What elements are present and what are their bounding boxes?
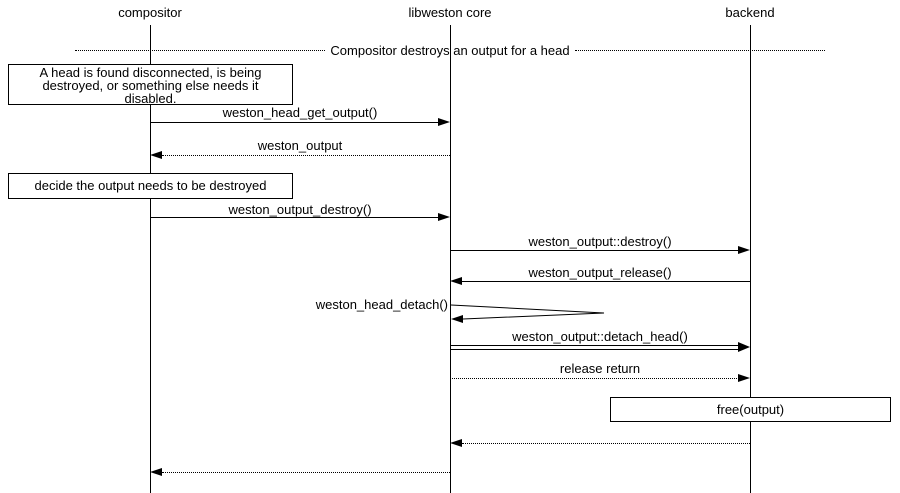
arrowhead-left-icon	[450, 277, 462, 285]
message-line	[462, 443, 750, 444]
message-label: weston_head_get_output()	[222, 105, 378, 120]
divider: Compositor destroys an output for a head	[75, 42, 826, 58]
self-call-loop-icon	[451, 304, 605, 323]
arrowhead-right-icon	[438, 118, 450, 126]
message-line	[162, 472, 450, 473]
note-line: disabled.	[124, 91, 177, 106]
divider-dotted-line-left	[75, 49, 326, 51]
note-line: A head is found disconnected, is being	[39, 65, 262, 80]
divider-dotted-line-right	[574, 49, 826, 51]
message-line	[450, 250, 739, 251]
message-line	[450, 378, 739, 379]
arrowhead-right-icon	[738, 246, 750, 254]
arrowhead-left-icon	[150, 468, 162, 476]
lifeline-libweston-core	[450, 25, 451, 493]
message-label: weston_output::destroy()	[528, 234, 672, 249]
message-label: weston_output::detach_head()	[512, 329, 688, 344]
action-box-free-output: free(output)	[610, 397, 891, 422]
message-label: weston_output_destroy()	[228, 202, 372, 217]
actor-label-compositor: compositor	[118, 5, 182, 20]
arrowhead-right-icon	[438, 213, 450, 221]
lifeline-compositor	[150, 25, 151, 493]
lifeline-backend	[750, 25, 751, 493]
message-line	[162, 155, 450, 156]
arrowhead-left-icon	[450, 439, 462, 447]
arrowhead-right-icon	[738, 342, 750, 352]
arrowhead-left-icon	[150, 151, 162, 159]
actor-label-backend: backend	[725, 5, 775, 20]
note-box-decide-destroy: decide the output needs to be destroyed	[8, 173, 293, 199]
message-label: weston_head_detach()	[315, 297, 448, 312]
message-line	[150, 217, 439, 218]
note-line: destroyed, or something else needs it	[42, 78, 259, 93]
divider-label: Compositor destroys an output for a head	[330, 42, 570, 58]
message-line	[150, 122, 439, 123]
arrowhead-right-icon	[738, 374, 750, 382]
message-label: weston_output_release()	[528, 265, 672, 280]
message-label: release return	[559, 361, 641, 376]
actor-label-libweston-core: libweston core	[408, 5, 492, 20]
message-label: weston_output	[257, 138, 343, 153]
note-box-head-disconnected: A head is found disconnected, is being d…	[8, 64, 293, 105]
message-line	[462, 281, 750, 282]
message-double-line	[450, 345, 738, 350]
